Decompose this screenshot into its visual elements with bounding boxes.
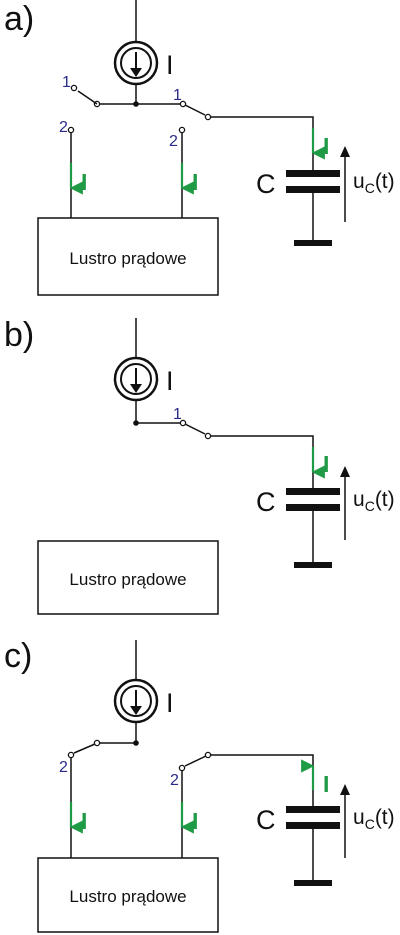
switch-right-c [178, 751, 212, 772]
switch-left-a-pos1: 1 [62, 74, 71, 91]
current-mirror-b-label: Lustro prądowe [69, 570, 186, 589]
current-left-c-label: I [81, 808, 87, 834]
current-source-a [113, 40, 159, 86]
current-mirror-c-label: Lustro prądowe [69, 887, 186, 906]
ground-a [294, 240, 332, 246]
panel-b: b) I 1 I C uC(t) [4, 316, 395, 615]
panel-a-label: a) [4, 0, 34, 38]
source-a-label: I [166, 50, 174, 80]
panel-c-label: c) [4, 637, 32, 675]
panel-b-label: b) [4, 316, 34, 354]
switch-right-a-pos2: 2 [169, 133, 178, 150]
switch-left-c [67, 739, 136, 759]
current-left-a-label: I [81, 169, 87, 195]
panel-c: c) I 2 2 I I I [4, 637, 395, 933]
current-mirror-box-a [37, 217, 219, 296]
switch-right-a [136, 100, 212, 134]
panel-a: a) I 1 2 1 2 [4, 0, 395, 296]
current-source-b [113, 356, 159, 402]
capacitor-a [286, 170, 340, 246]
capacitor-c [286, 806, 340, 886]
switch-right-a-pos1: 1 [173, 87, 182, 104]
switch-left-c-pos2: 2 [59, 759, 68, 776]
current-mid-c-label: I [192, 808, 198, 834]
switch-left-a-pos2: 2 [59, 119, 68, 136]
source-c-label: I [166, 688, 174, 718]
capacitor-c-label: C [256, 805, 276, 835]
current-mirror-box-c [37, 857, 219, 933]
ground-c [294, 880, 332, 886]
ground-b [294, 562, 332, 568]
voltage-c-label: uC(t) [353, 806, 395, 832]
current-cap-b-label: I [323, 451, 329, 477]
voltage-a-label: uC(t) [353, 170, 395, 196]
current-source-c [113, 678, 159, 724]
current-mirror-a-label: Lustro prądowe [69, 249, 186, 268]
source-b-label: I [166, 366, 174, 396]
capacitor-b [286, 488, 340, 568]
current-cap-a-label: I [323, 133, 329, 159]
capacitor-a-label: C [256, 169, 276, 199]
current-mid-a-label: I [192, 169, 198, 195]
switch-right-c-pos2: 2 [170, 772, 179, 789]
switch-left-a [67, 84, 136, 134]
current-mirror-box-b [37, 540, 219, 615]
switch-right-b [136, 419, 212, 440]
switch-right-b-pos1: 1 [173, 406, 182, 423]
capacitor-b-label: C [256, 487, 276, 517]
current-cap-c-label: I [323, 771, 329, 797]
voltage-b-label: uC(t) [353, 488, 395, 514]
